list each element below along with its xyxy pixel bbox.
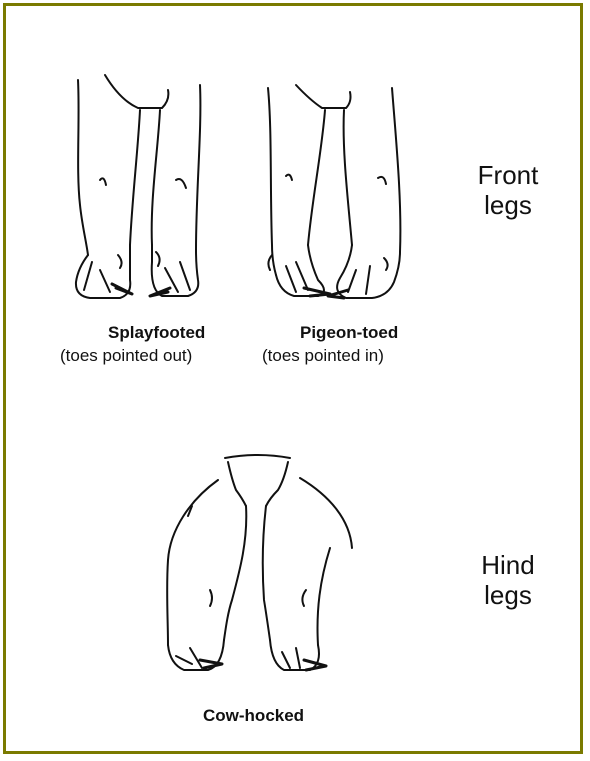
front-legs-line1: Front [468,160,548,190]
cow-hocked-legs-drawing [167,455,352,670]
splayfooted-label: Splayfooted [108,323,205,343]
pigeon-toed-note: (toes pointed in) [262,346,384,366]
hind-legs-line2: legs [468,580,548,610]
cow-hocked-label: Cow-hocked [203,706,304,726]
front-legs-line2: legs [468,190,548,220]
pigeon-toed-legs-drawing [268,85,400,298]
splayfooted-legs-drawing [76,75,200,298]
splayfooted-note: (toes pointed out) [60,346,192,366]
hind-legs-label: Hind legs [468,550,548,610]
hind-legs-line1: Hind [468,550,548,580]
pigeon-toed-label: Pigeon-toed [300,323,398,343]
front-legs-label: Front legs [468,160,548,220]
